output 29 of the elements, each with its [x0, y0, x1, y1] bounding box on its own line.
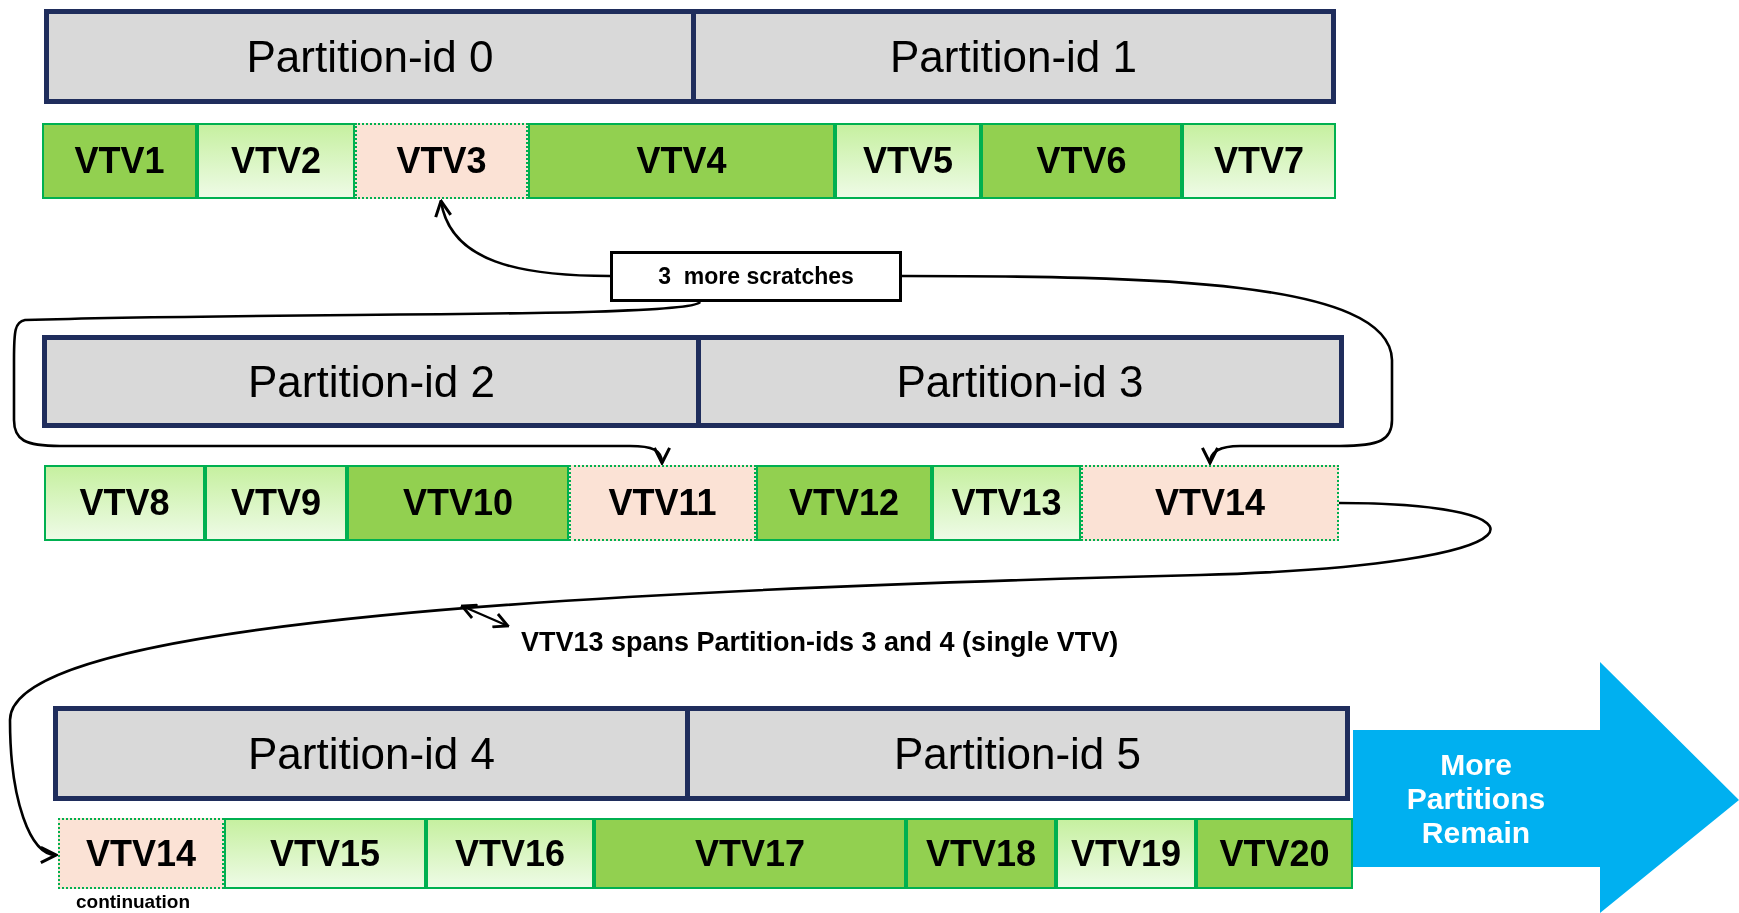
block-arrow: More Partitions Remain	[1353, 662, 1739, 913]
volume-block: VTV2	[197, 123, 355, 199]
volume-block: VTV10	[347, 465, 569, 541]
caption-text: continuation	[76, 891, 190, 913]
volume-block: VTV1	[42, 123, 197, 199]
scratch-volume-block: VTV11	[569, 465, 756, 541]
scratch-volume-block: VTV14	[1081, 465, 1339, 541]
volume-block: VTV7	[1182, 123, 1336, 199]
scratch-volume-block: VTV14	[58, 818, 224, 889]
volume-block: VTV12	[756, 465, 932, 541]
volume-block: VTV20	[1196, 818, 1353, 889]
volume-block: VTV4	[528, 123, 835, 199]
volume-block: VTV5	[835, 123, 981, 199]
curved-arrow	[435, 199, 610, 278]
volume-block: VTV16	[426, 818, 594, 889]
note-text: VTV13 spans Partition-ids 3 and 4 (single VTV)	[521, 627, 1119, 658]
volume-block: VTV19	[1056, 818, 1196, 889]
volume-block: VTV17	[594, 818, 906, 889]
scratch-volume-block: VTV3	[355, 123, 528, 199]
curved-arrow	[12, 300, 701, 465]
volume-block: VTV13	[932, 465, 1081, 541]
curved-arrow	[8, 501, 1490, 862]
volume-block: VTV15	[224, 818, 426, 889]
volume-block: VTV18	[906, 818, 1056, 889]
curved-arrow	[902, 274, 1394, 465]
volume-block: VTV6	[981, 123, 1182, 199]
volume-block: VTV8	[44, 465, 205, 541]
volume-block: VTV9	[205, 465, 347, 541]
callout-box: 3 more scratches	[610, 251, 902, 302]
